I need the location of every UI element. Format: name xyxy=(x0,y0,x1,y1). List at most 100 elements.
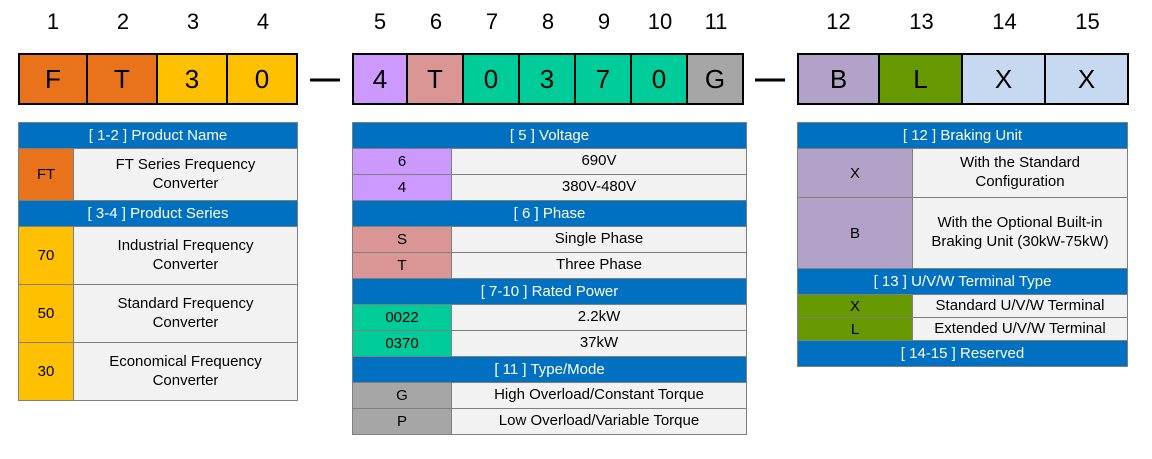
code-cell-3: 3 xyxy=(158,53,228,105)
section-header-rated-power: [ 7-10 ] Rated Power xyxy=(352,279,747,305)
code-key-cell: 70 xyxy=(18,227,74,285)
code-desc-cell: Standard Frequency Converter xyxy=(74,285,298,343)
table-row: 4 380V-480V xyxy=(352,175,747,201)
section-header-braking-unit: [ 12 ] Braking Unit xyxy=(797,123,1128,149)
position-numbers-row: 12 13 14 15 xyxy=(797,6,1129,38)
code-key-cell: 30 xyxy=(18,343,74,401)
position-numbers-row: 1 2 3 4 xyxy=(18,6,298,38)
code-cell-13: L xyxy=(880,53,963,105)
code-cell-11: G xyxy=(688,53,744,105)
table-row: FT FT Series Frequency Converter xyxy=(18,149,298,201)
table-row: T Three Phase xyxy=(352,253,747,279)
position-number-3: 3 xyxy=(186,9,200,34)
code-cell-1: F xyxy=(18,53,88,105)
table-row: X With the Standard Configuration xyxy=(797,149,1128,198)
section-header-type-mode: [ 11 ] Type/Mode xyxy=(352,357,747,383)
position-number-4: 4 xyxy=(256,9,270,34)
position-number-15: 15 xyxy=(1075,9,1100,34)
table-row: 50 Standard Frequency Converter xyxy=(18,285,298,343)
code-key-cell: X xyxy=(797,149,913,198)
code-desc-cell: With the Optional Built-in Braking Unit … xyxy=(913,198,1128,269)
position-number-13: 13 xyxy=(909,9,934,34)
table-row: X Standard U/V/W Terminal xyxy=(797,295,1128,318)
code-desc-cell: Extended U/V/W Terminal xyxy=(913,318,1128,341)
code-group-3: 12 13 14 15 B L X X xyxy=(797,6,1129,105)
position-number-6: 6 xyxy=(429,9,443,34)
legend-table-voltage-phase-power-type: [ 5 ] Voltage 6 690V 4 380V-480V [ 6 ] P… xyxy=(352,122,747,435)
code-desc-cell: Industrial Frequency Converter xyxy=(74,227,298,285)
code-key-cell: 0022 xyxy=(352,305,452,331)
code-desc-cell: With the Standard Configuration xyxy=(913,149,1128,198)
position-number-7: 7 xyxy=(485,9,499,34)
code-key-cell: L xyxy=(797,318,913,341)
section-header-reserved: [ 14-15 ] Reserved xyxy=(797,341,1128,367)
table-row: L Extended U/V/W Terminal xyxy=(797,318,1128,341)
position-number-5: 5 xyxy=(373,9,387,34)
code-cells-row: B L X X xyxy=(797,53,1129,105)
table-row: S Single Phase xyxy=(352,227,747,253)
code-key-cell: 50 xyxy=(18,285,74,343)
position-number-14: 14 xyxy=(992,9,1017,34)
code-cell-5: 4 xyxy=(352,53,408,105)
position-number-10: 10 xyxy=(647,9,673,34)
code-key-cell: G xyxy=(352,383,452,409)
table-row: 0370 37kW xyxy=(352,331,747,357)
table-row: 70 Industrial Frequency Converter xyxy=(18,227,298,285)
code-cell-10: 0 xyxy=(632,53,688,105)
code-cell-7: 0 xyxy=(464,53,520,105)
table-row: 6 690V xyxy=(352,149,747,175)
code-cell-4: 0 xyxy=(228,53,298,105)
legend-table-braking-terminal: [ 12 ] Braking Unit X With the Standard … xyxy=(797,122,1128,367)
section-header-terminal-type: [ 13 ] U/V/W Terminal Type xyxy=(797,269,1128,295)
code-key-cell: S xyxy=(352,227,452,253)
code-group-1: 1 2 3 4 F T 3 0 xyxy=(18,6,298,105)
position-numbers-row: 5 6 7 8 9 10 11 xyxy=(352,6,744,38)
code-group-2: 5 6 7 8 9 10 11 4 T 0 3 7 0 G xyxy=(352,6,744,105)
separator-dash-1: — xyxy=(310,62,340,95)
table-row: P Low Overload/Variable Torque xyxy=(352,409,747,435)
code-cells-row: F T 3 0 xyxy=(18,53,298,105)
position-number-9: 9 xyxy=(597,9,611,34)
position-number-12: 12 xyxy=(826,9,851,34)
code-desc-cell: Three Phase xyxy=(452,253,747,279)
code-cell-15: X xyxy=(1046,53,1129,105)
code-desc-cell: 690V xyxy=(452,149,747,175)
code-key-cell: 0370 xyxy=(352,331,452,357)
code-desc-cell: 380V-480V xyxy=(452,175,747,201)
code-desc-cell: Low Overload/Variable Torque xyxy=(452,409,747,435)
code-desc-cell: FT Series Frequency Converter xyxy=(74,149,298,201)
code-cell-2: T xyxy=(88,53,158,105)
code-desc-cell: Economical Frequency Converter xyxy=(74,343,298,401)
code-key-cell: 6 xyxy=(352,149,452,175)
code-key-cell: T xyxy=(352,253,452,279)
code-cell-12: B xyxy=(797,53,880,105)
section-header-phase: [ 6 ] Phase xyxy=(352,201,747,227)
code-key-cell: X xyxy=(797,295,913,318)
position-number-1: 1 xyxy=(46,9,60,34)
section-header-product-name: [ 1-2 ] Product Name xyxy=(18,123,298,149)
code-key-cell: 4 xyxy=(352,175,452,201)
section-header-product-series: [ 3-4 ] Product Series xyxy=(18,201,298,227)
position-number-11: 11 xyxy=(704,9,728,34)
code-desc-cell: Single Phase xyxy=(452,227,747,253)
code-desc-cell: Standard U/V/W Terminal xyxy=(913,295,1128,318)
table-row: B With the Optional Built-in Braking Uni… xyxy=(797,198,1128,269)
code-cell-9: 7 xyxy=(576,53,632,105)
position-number-2: 2 xyxy=(116,9,130,34)
code-cell-14: X xyxy=(963,53,1046,105)
table-row: 30 Economical Frequency Converter xyxy=(18,343,298,401)
separator-dash-2: — xyxy=(755,62,785,95)
code-desc-cell: High Overload/Constant Torque xyxy=(452,383,747,409)
code-cell-8: 3 xyxy=(520,53,576,105)
code-cells-row: 4 T 0 3 7 0 G xyxy=(352,53,744,105)
section-header-voltage: [ 5 ] Voltage xyxy=(352,123,747,149)
code-cell-6: T xyxy=(408,53,464,105)
legend-table-product: [ 1-2 ] Product Name FT FT Series Freque… xyxy=(18,122,298,401)
code-key-cell: P xyxy=(352,409,452,435)
code-key-cell: B xyxy=(797,198,913,269)
position-number-8: 8 xyxy=(541,9,555,34)
table-row: G High Overload/Constant Torque xyxy=(352,383,747,409)
table-row: 0022 2.2kW xyxy=(352,305,747,331)
code-desc-cell: 37kW xyxy=(452,331,747,357)
